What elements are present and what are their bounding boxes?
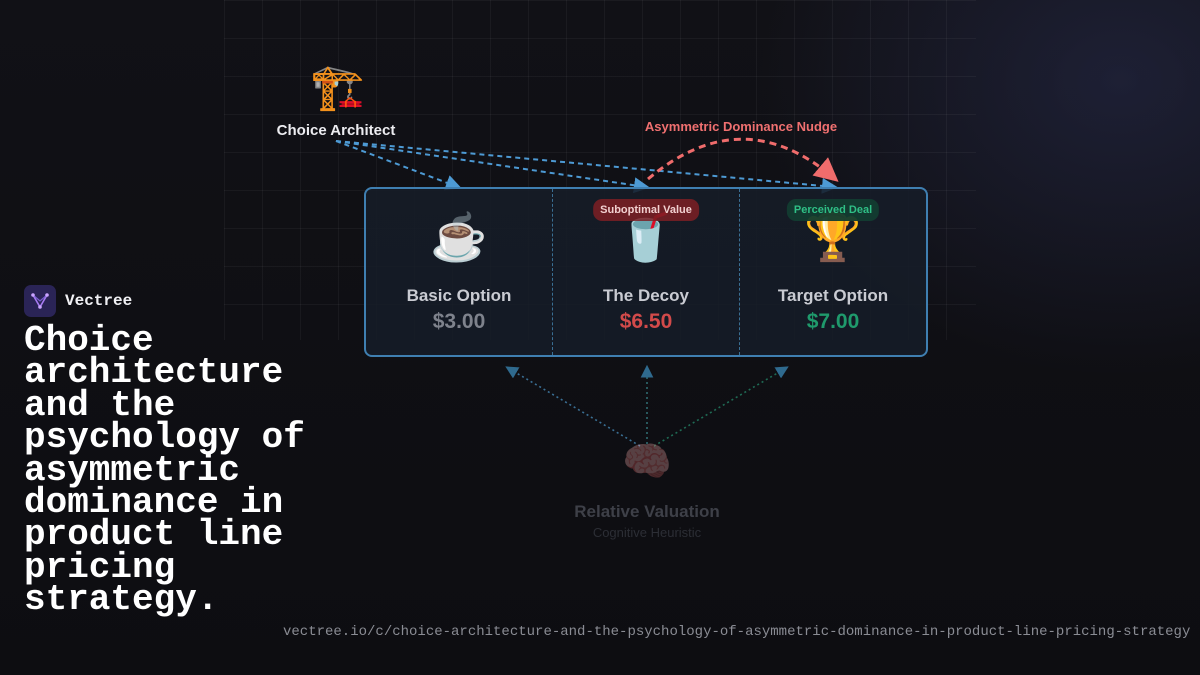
nudge-label: Asymmetric Dominance Nudge xyxy=(644,119,838,134)
option-name: Basic Option xyxy=(406,286,512,305)
arrow-architect-to-decoy xyxy=(335,140,650,194)
arrow-nudge-decoy-to-target xyxy=(647,137,839,182)
suboptimal-value-badge: Suboptimal Value xyxy=(593,199,699,221)
option-name: The Decoy xyxy=(603,286,689,305)
valuation-subtitle: Cognitive Heuristic xyxy=(592,525,702,540)
valuation-title: Relative Valuation xyxy=(574,502,720,521)
coffee-cup-icon: ☕ xyxy=(430,211,488,263)
page-title: Choice architecture and the psychology o… xyxy=(24,320,305,621)
perceived-deal-badge: Perceived Deal xyxy=(786,199,880,221)
brand[interactable]: Vectree xyxy=(24,285,132,317)
option-name: Target Option xyxy=(777,286,889,305)
architect-label: Choice Architect xyxy=(276,122,396,139)
arrow-valuation-to-target xyxy=(653,366,789,447)
options-card: ☕ Basic Option $3.00 🥤 Suboptimal Value … xyxy=(364,187,928,357)
option-basic: ☕ Basic Option $3.00 xyxy=(366,189,552,355)
page-url[interactable]: vectree.io/c/choice-architecture-and-the… xyxy=(283,624,1191,640)
arrow-architect-to-target xyxy=(335,140,838,194)
crane-icon: 🏗️ xyxy=(310,63,365,112)
option-price: $3.00 xyxy=(432,310,486,333)
brand-name: Vectree xyxy=(65,292,133,310)
arrow-valuation-to-basic xyxy=(505,366,641,447)
option-price: $7.00 xyxy=(806,310,860,333)
brain-icon: 🧠 xyxy=(622,440,672,484)
option-target: 🏆 Perceived Deal Target Option $7.00 xyxy=(739,189,926,355)
arrow-architect-to-basic xyxy=(335,140,462,191)
option-decoy: 🥤 Suboptimal Value The Decoy $6.50 xyxy=(552,189,739,355)
option-price: $6.50 xyxy=(619,310,673,333)
vectree-logo-icon xyxy=(24,285,56,317)
